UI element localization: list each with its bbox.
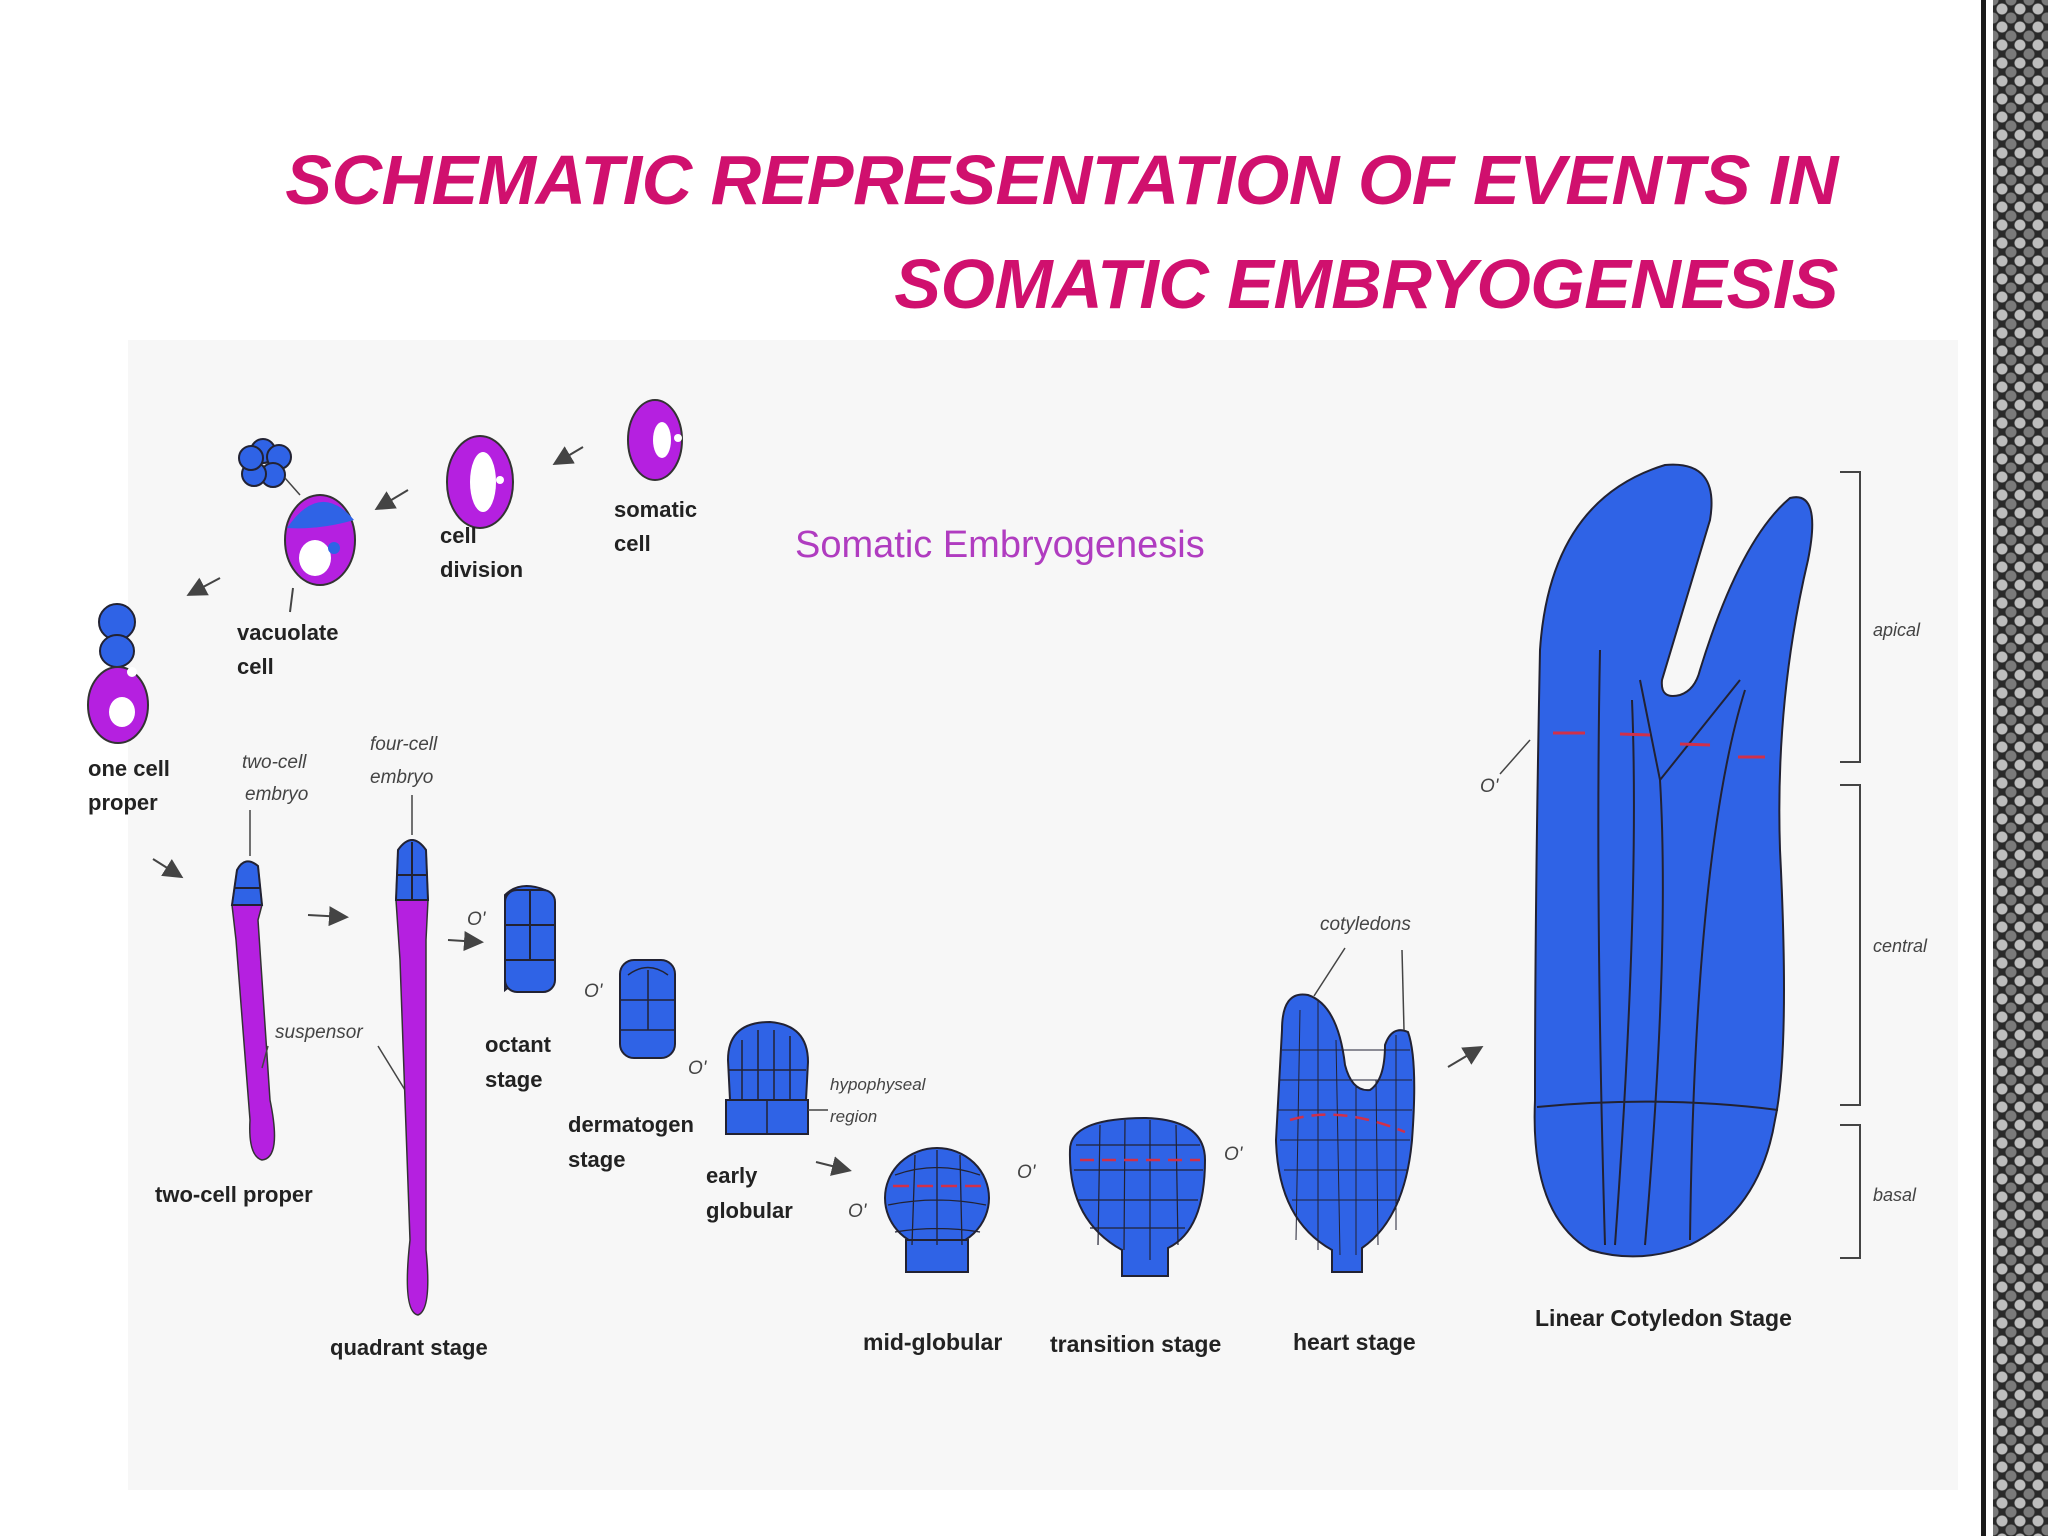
- label-basal: basal: [1873, 1185, 1917, 1205]
- transition-o-mark: O': [1017, 1162, 1037, 1183]
- octant-stage-shape: [504, 885, 557, 993]
- cotyledon-pointer-1: [1313, 947, 1346, 997]
- label-four-cell-embryo-1: four-cell: [370, 734, 438, 755]
- vacuolate-pointer: [289, 587, 294, 613]
- label-early-globular-2: globular: [706, 1198, 793, 1223]
- linear-cotyledon-stage-shape: [1533, 463, 1814, 1258]
- figure-heading: Somatic Embryogenesis: [795, 524, 1205, 566]
- slide-title-line-2: SOMATIC EMBRYOGENESIS: [894, 245, 1838, 323]
- label-vacuolate-cell-2: cell: [237, 654, 274, 679]
- linear-pointer: [1499, 739, 1531, 775]
- label-early-globular-1: early: [706, 1163, 758, 1188]
- label-two-cell-embryo-2: embryo: [245, 784, 308, 805]
- slide-decorative-border: [1993, 0, 2048, 1536]
- suspensor-pointer-2: [377, 1045, 406, 1091]
- heart-stage-shape: [1274, 993, 1416, 1273]
- slide-title-line-1: SCHEMATIC REPRESENTATION OF EVENTS IN: [285, 141, 1838, 219]
- label-octant-stage-2: stage: [485, 1067, 542, 1092]
- cluster-connector: [284, 477, 301, 496]
- mid-globular-shape: [884, 1147, 990, 1273]
- label-heart-stage: heart stage: [1293, 1329, 1416, 1355]
- label-apical: apical: [1873, 620, 1921, 640]
- arrow-8: [1447, 1045, 1484, 1068]
- label-cell-division-2: division: [440, 557, 523, 582]
- cotyledon-pointer-2: [1401, 949, 1405, 1031]
- suspensor-pointer-1: [261, 1045, 269, 1069]
- dermatogen-o-mark: O': [584, 981, 604, 1002]
- arrow-1: [552, 446, 584, 466]
- label-cotyledons: cotyledons: [1320, 914, 1411, 935]
- mid-globular-o-mark: O': [848, 1201, 868, 1222]
- arrow-3: [186, 577, 221, 596]
- region-brackets: [1840, 471, 1861, 1259]
- label-mid-globular: mid-globular: [863, 1329, 1002, 1355]
- label-dermatogen-stage-1: dermatogen: [568, 1112, 694, 1137]
- label-central: central: [1873, 936, 1928, 956]
- label-somatic-cell-1: somatic: [614, 497, 697, 522]
- label-octant-stage-1: octant: [485, 1032, 552, 1057]
- early-globular-shape: [725, 1020, 810, 1135]
- arrow-4: [152, 858, 184, 879]
- arrow-7: [815, 1156, 852, 1176]
- cell-division-shape: [446, 435, 514, 529]
- label-hypophyseal-2: region: [830, 1107, 877, 1126]
- label-two-cell-proper: two-cell proper: [155, 1182, 313, 1207]
- label-somatic-cell-2: cell: [614, 531, 651, 556]
- transition-stage-shape: [1068, 1116, 1207, 1277]
- octant-o-mark: O': [467, 909, 487, 930]
- dermatogen-stage-shape: [619, 959, 676, 1059]
- label-cell-division-1: cell: [440, 523, 477, 548]
- arrow-5: [307, 906, 349, 927]
- label-hypophyseal-1: hypophyseal: [830, 1075, 927, 1094]
- vacuolate-cell-shape: [284, 494, 356, 586]
- arrow-6: [447, 931, 484, 951]
- label-vacuolate-cell-1: vacuolate: [237, 620, 339, 645]
- label-transition-stage: transition stage: [1050, 1331, 1221, 1357]
- early-globular-o-mark: O': [688, 1058, 708, 1079]
- label-quadrant-stage: quadrant stage: [330, 1335, 488, 1360]
- two-cell-proper-shape: [230, 860, 276, 1161]
- label-linear-cotyledon-stage: Linear Cotyledon Stage: [1535, 1305, 1792, 1331]
- label-suspensor: suspensor: [275, 1022, 363, 1043]
- one-cell-proper-shape: [87, 603, 149, 744]
- arrow-2: [374, 489, 409, 511]
- label-dermatogen-stage-2: stage: [568, 1147, 625, 1172]
- label-two-cell-embryo-1: two-cell: [242, 752, 307, 773]
- label-one-cell-proper-1: one cell: [88, 756, 170, 781]
- cell-cluster-shape: [238, 438, 292, 488]
- label-four-cell-embryo-2: embryo: [370, 767, 433, 788]
- somatic-cell-shape: [627, 399, 683, 481]
- slide-border-line: [1981, 0, 1986, 1536]
- quadrant-stage-shape: [394, 839, 430, 1316]
- linear-o-mark: O': [1480, 776, 1500, 797]
- heart-o-mark: O': [1224, 1144, 1244, 1165]
- label-one-cell-proper-2: proper: [88, 790, 158, 815]
